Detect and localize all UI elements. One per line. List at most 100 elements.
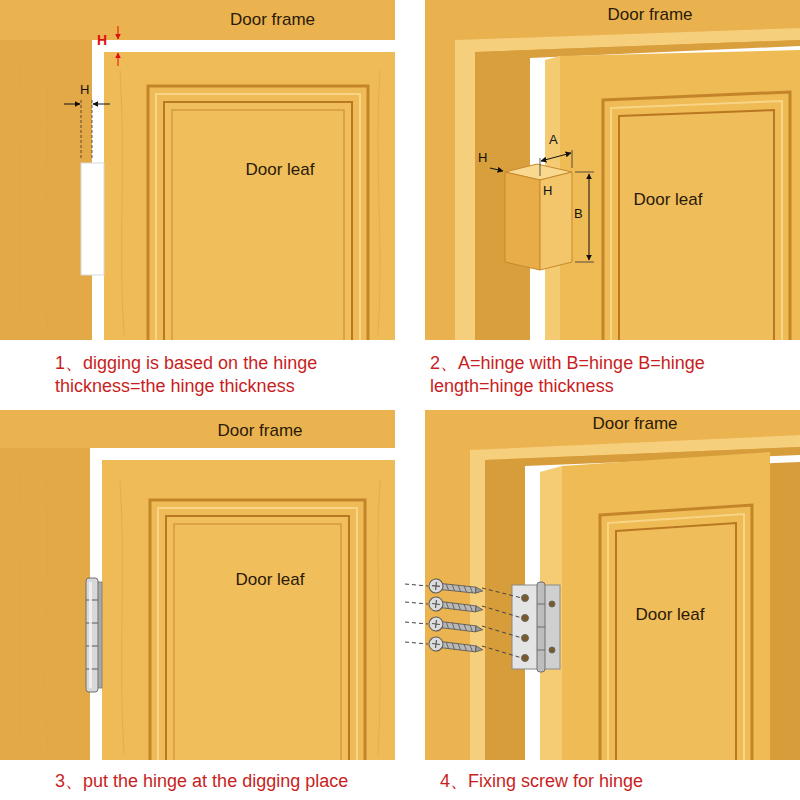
screw-guide-part: [482, 626, 522, 638]
panel-screwing: [425, 410, 800, 760]
screw-part-part: [432, 620, 441, 629]
screw-part-part: [428, 596, 444, 612]
hinge-part: [537, 627, 545, 628]
hinge-mortise: [540, 172, 572, 270]
molding: [611, 101, 782, 340]
part-name: Door frame: [217, 421, 302, 441]
hinge-part: [537, 604, 545, 605]
dimension-label: H: [478, 150, 487, 166]
screw: [428, 578, 483, 656]
dimension-arrow: [64, 104, 80, 105]
screw-guide-part: [405, 602, 428, 604]
screw-guide-part: [405, 622, 428, 624]
extension-line: [575, 262, 594, 263]
dimension-arrow: [93, 104, 110, 105]
hinge-part: [522, 615, 529, 622]
screw-part-part: [428, 636, 444, 652]
part-name: Door leaf: [636, 605, 705, 625]
door-frame-region: Door frame: [190, 418, 330, 444]
screw-part-part: [475, 606, 483, 613]
molding: [164, 102, 352, 340]
molding: [172, 110, 344, 340]
molding: [616, 523, 736, 760]
dimension-label: A: [549, 132, 558, 148]
gap-strip: [92, 40, 395, 52]
screw-guide: [482, 588, 522, 658]
panel-digging: [0, 0, 395, 340]
screw-part-part: [475, 626, 483, 633]
wood-grain-part: [45, 50, 48, 335]
part-name: Door frame: [607, 5, 692, 25]
screw-guide: [405, 584, 428, 644]
dimension-arrow: [118, 26, 119, 39]
screw-guide-part: [482, 606, 522, 618]
screw-guide-part: [405, 642, 428, 644]
door-frame-region: Door frame: [565, 411, 705, 437]
screw-part-part: [475, 587, 483, 594]
hinge-part: [522, 595, 529, 602]
door-leaf-region: Door leaf: [210, 565, 330, 595]
screw-part-part: [446, 602, 474, 611]
wood-grain-part: [45, 460, 48, 755]
dimension-label: H: [80, 82, 89, 98]
molding: [166, 516, 349, 760]
screw-part-part: [440, 583, 476, 593]
molding: [158, 508, 357, 760]
molding: [603, 92, 790, 340]
screw-part-part: [440, 642, 476, 652]
panel-placing: [0, 410, 395, 760]
screw-part-part: [446, 642, 474, 651]
door-frame-top: [0, 410, 395, 448]
door-leaf-region: Door leaf: [220, 155, 340, 185]
wood-grain-part: [120, 70, 124, 335]
door-frame-region: Door frame: [195, 6, 350, 34]
screw-guide-part: [482, 588, 522, 598]
molding: [608, 514, 744, 760]
hinge-part: [89, 582, 92, 688]
step-caption: 3、put the hinge at the digging place: [55, 770, 415, 793]
part-name: Door leaf: [236, 570, 305, 590]
dimension-arrow: [490, 168, 503, 171]
part-name: Door leaf: [246, 160, 315, 180]
extension-line: [92, 100, 93, 160]
screw-part-part: [446, 622, 474, 631]
step-caption: 2、A=hinge with B=hinge B=hinge length=hi…: [430, 352, 750, 397]
wood-grain-part: [19, 470, 22, 755]
screw-part: [428, 578, 483, 598]
screw-guide-part: [482, 646, 522, 658]
hinge: [86, 578, 102, 692]
extension-line: [575, 172, 594, 173]
screw-part-part: [432, 600, 441, 609]
extension-line: [572, 150, 573, 168]
extension-line: [81, 100, 82, 160]
screw-part-part: [440, 602, 476, 612]
wood-grain-part: [120, 480, 124, 755]
dimension-arrow: [589, 174, 590, 260]
screw-part: [428, 596, 483, 616]
hinge-part: [86, 578, 98, 692]
part-name: Door frame: [230, 10, 315, 30]
wood-grain-part: [378, 480, 380, 755]
gap-strip: [90, 448, 395, 460]
part-name: Door leaf: [634, 190, 703, 210]
hinge-part: [549, 601, 555, 607]
screw-part-part: [446, 584, 473, 593]
screw-part-part: [432, 640, 441, 649]
screw-part: [428, 616, 483, 636]
molding: [156, 94, 360, 340]
molding: [174, 524, 341, 760]
door-leaf-region: Door leaf: [613, 185, 723, 215]
hinge-mortise: [505, 172, 540, 270]
dimension-label: H: [543, 183, 552, 199]
extension-line: [540, 158, 541, 176]
hinge: [512, 582, 560, 672]
wood-grain-part: [378, 70, 380, 335]
molding: [148, 86, 368, 340]
molding: [619, 110, 774, 340]
panel-measure: [425, 0, 800, 340]
dimension-arrow: [541, 153, 571, 161]
molding: [600, 505, 752, 760]
door-leaf-region: Door leaf: [615, 600, 725, 630]
molding: [150, 500, 365, 760]
part-name: Door frame: [592, 414, 677, 434]
